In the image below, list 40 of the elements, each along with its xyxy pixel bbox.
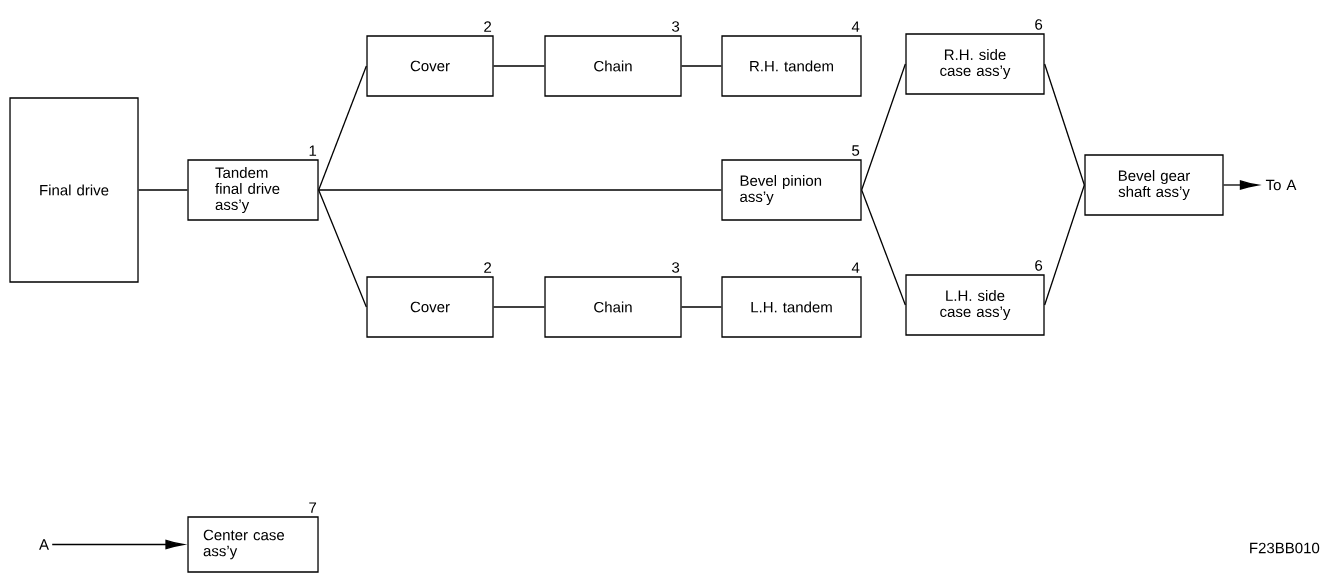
connector-line [493,65,545,67]
process-box: L.H. tandem [721,276,862,338]
callout-number: 4 [851,262,860,273]
process-box: Chain [544,35,682,97]
connector-text: To A [1265,179,1297,191]
connector-line [861,63,906,191]
connector-line [493,306,545,308]
process-box: Tandem final drive ass’y [187,159,319,221]
process-box: L.H. side case ass’y [905,274,1045,336]
process-box: Cover [366,35,494,97]
callout-number: 2 [484,262,492,273]
connector-line [861,189,906,306]
callout-number: 3 [672,262,680,273]
callout-number: 4 [851,21,860,32]
connector-line [138,189,188,191]
callout-number: 2 [484,21,492,32]
process-box: Bevel pinion ass’y [721,159,862,221]
connector-line [681,65,722,67]
callout-number: 6 [1035,19,1043,30]
arrow [1223,180,1259,190]
connector-line [1044,184,1085,306]
process-box: Bevel gear shaft ass’y [1084,154,1224,216]
callout-number: 1 [309,145,317,156]
process-box: R.H. side case ass’y [905,33,1045,95]
connector-line [318,189,367,308]
process-box: Center case ass’y [187,516,319,573]
connector-line [318,65,367,191]
process-box: Cover [366,276,494,338]
process-box: Final drive [9,97,139,283]
connector-line [1044,63,1085,186]
callout-number: 7 [309,502,317,513]
connector-line [318,189,722,191]
callout-number: 5 [852,145,860,156]
connector-text: A [39,539,49,550]
figure-code: F23BB010 [1250,542,1320,554]
process-box: R.H. tandem [721,35,862,97]
connector-line [681,306,722,308]
callout-number: 3 [672,21,680,32]
callout-number: 6 [1035,260,1043,271]
process-box: Chain [544,276,682,338]
